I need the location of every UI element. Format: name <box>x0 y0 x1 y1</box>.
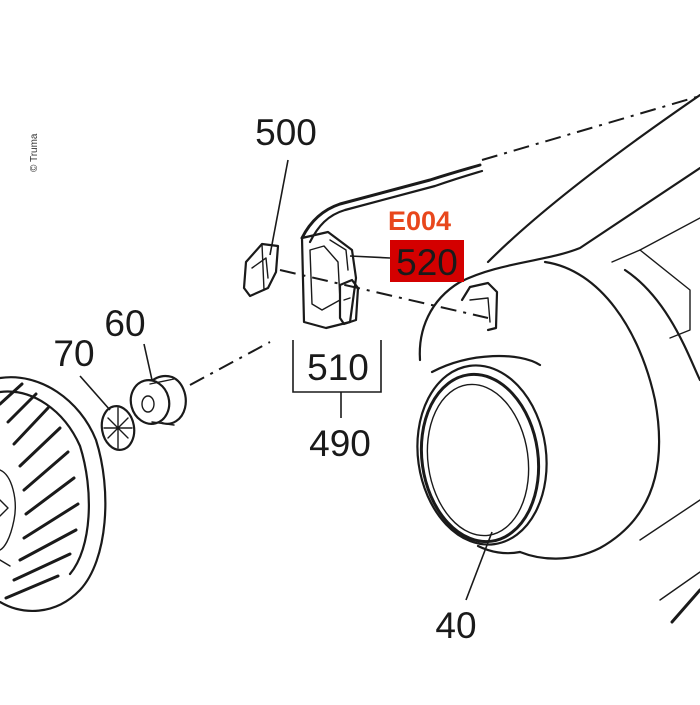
callout-70: 70 <box>53 333 94 374</box>
callout-510: 510 <box>307 347 369 388</box>
callout-490: 490 <box>309 423 371 464</box>
sensor-holder-icon <box>300 163 484 330</box>
callout-60: 60 <box>104 303 145 344</box>
reference-code-e004: E004 <box>388 206 451 236</box>
axis-line-fan <box>189 341 271 386</box>
assembly-bracket <box>292 340 382 418</box>
bracket-clip-icon <box>242 159 289 298</box>
callout-500: 500 <box>255 112 317 153</box>
axis-line-clip <box>279 269 489 319</box>
callout-520: 520 <box>396 242 458 283</box>
callout-40: 40 <box>435 605 476 646</box>
copyright-text: © Truma <box>29 133 40 172</box>
washer-icon <box>79 375 136 451</box>
fan-wheel-icon <box>0 376 107 612</box>
callout-520-highlight <box>390 240 464 282</box>
axis-line-wire <box>481 95 700 161</box>
bushing-icon <box>129 343 187 426</box>
leader-40 <box>465 531 493 601</box>
blower-housing-icon <box>416 93 700 624</box>
